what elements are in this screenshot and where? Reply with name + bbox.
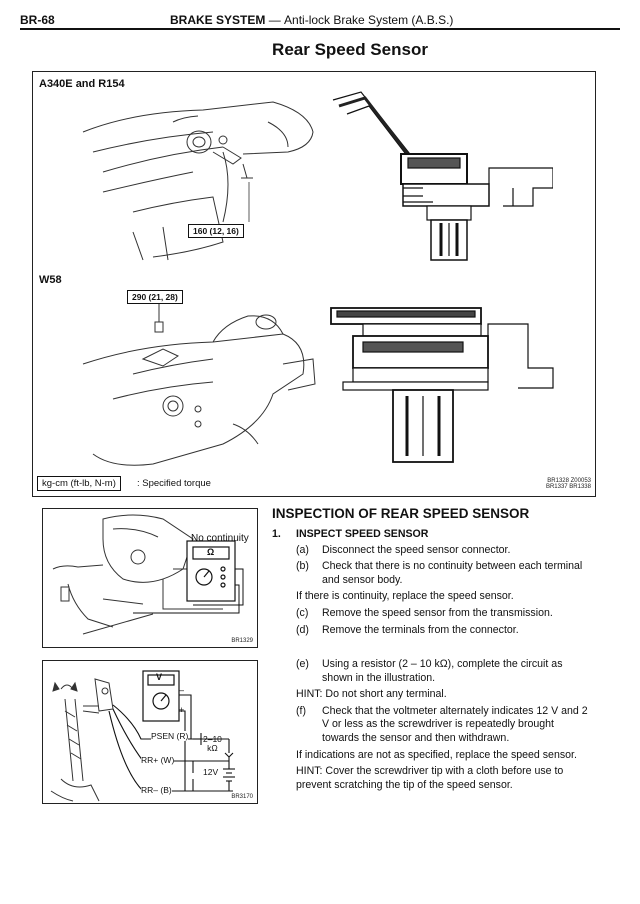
substep-b-text: Check that there is no continuity betwee… xyxy=(322,560,583,586)
substep-e-text: Using a resistor (2 – 10 kΩ), complete t… xyxy=(322,658,563,684)
label-w58: W58 xyxy=(39,274,62,286)
page-title: Rear Speed Sensor xyxy=(272,40,428,59)
continuity-test-illustration xyxy=(52,514,244,635)
transmission-illustration-a340e xyxy=(82,101,314,261)
substep-a: (a) Disconnect the speed sensor connecto… xyxy=(296,544,594,558)
substep-b: (b) Check that there is no continuity be… xyxy=(296,560,594,587)
figure-ref-codes: BR1328 Z00053 BR1337 BR1338 xyxy=(546,478,591,490)
label-a340e-r154: A340E and R154 xyxy=(39,78,125,90)
legend-unit-box: kg-cm (ft-lb, N-m) xyxy=(37,476,121,491)
supply-label: 12V xyxy=(203,767,219,777)
step-1-title: INSPECT SPEED SENSOR xyxy=(296,528,429,540)
voltmeter-plus: + xyxy=(179,705,185,715)
voltmeter-ref-code: BR3170 xyxy=(231,794,253,800)
wire-label-psen: PSEN (R) xyxy=(151,731,189,741)
substep-b-mark: (b) xyxy=(296,560,309,573)
substep-f-mark: (f) xyxy=(296,704,306,717)
voltmeter-figure: V – + PSEN (R) RR+ (W) RR– (B) 2–10 kΩ 1… xyxy=(42,660,258,804)
voltmeter-minus: – xyxy=(179,685,185,695)
torque-callout-a340e: 160 (12, 16) xyxy=(188,224,244,238)
hint-no-short: HINT: Do not short any terminal. xyxy=(296,688,447,701)
header-section: BRAKE SYSTEM xyxy=(170,13,266,27)
substep-f-text: Check that the voltmeter alternately ind… xyxy=(322,704,588,744)
substep-e-mark: (e) xyxy=(296,658,309,670)
running-header: BRAKE SYSTEM — Anti-lock Brake System (A… xyxy=(170,13,453,27)
continuity-ref-code: BR1329 xyxy=(231,638,253,644)
torque-callout-w58: 290 (21, 28) xyxy=(127,290,183,304)
page-number: BR-68 xyxy=(20,13,55,27)
step-1-number: 1. xyxy=(272,528,281,540)
substep-a-text: Disconnect the speed sensor connector. xyxy=(322,543,511,556)
hint-cover-tip: HINT: Cover the screwdriver tip with a c… xyxy=(296,765,564,791)
transmission-illustration-w58 xyxy=(82,304,316,466)
inspection-steps-part1: 1. INSPECT SPEED SENSOR (a) Disconnect t… xyxy=(272,528,594,637)
step-1: 1. INSPECT SPEED SENSOR xyxy=(272,528,594,542)
voltmeter-unit: V xyxy=(156,672,163,682)
top-figure: A340E and R154 W58 160 (12, 16) 290 (21,… xyxy=(32,71,596,497)
step-1-substeps: (a) Disconnect the speed sensor connecto… xyxy=(272,544,594,638)
substep-e: (e) Using a resistor (2 – 10 kΩ), comple… xyxy=(296,658,594,685)
resistor-label: 2–10 kΩ xyxy=(203,735,222,753)
inspection-heading: INSPECTION OF REAR SPEED SENSOR xyxy=(272,506,530,521)
substep-d: (d) Remove the terminals from the connec… xyxy=(296,624,594,638)
voltmeter-circuit-illustration xyxy=(50,670,235,802)
wire-label-rr-minus: RR– (B) xyxy=(141,785,172,795)
inspection-steps-part2: (e) Using a resistor (2 – 10 kΩ), comple… xyxy=(296,658,594,792)
header-rule xyxy=(20,28,620,30)
substep-c-mark: (c) xyxy=(296,606,309,619)
sensor-cross-section-w58 xyxy=(330,307,554,463)
substep-d-text: Remove the terminals from the connector. xyxy=(322,623,519,636)
substep-d-mark: (d) xyxy=(296,623,309,636)
substep-f-note: If indications are not as specified, rep… xyxy=(296,748,577,761)
substep-f: (f) Check that the voltmeter alternately… xyxy=(296,705,594,746)
wire-label-rr-plus: RR+ (W) xyxy=(141,755,175,765)
substep-b-note: If there is continuity, replace the spee… xyxy=(296,590,514,603)
resistor-value: 2–10 xyxy=(203,734,222,744)
ref-code-line-2: BR1337 BR1338 xyxy=(545,484,591,490)
resistor-unit: kΩ xyxy=(207,743,218,753)
substep-c: (c) Remove the speed sensor from the tra… xyxy=(296,607,594,621)
header-dash: — xyxy=(268,13,281,27)
no-continuity-label: No continuity xyxy=(191,533,249,544)
substep-a-mark: (a) xyxy=(296,543,309,556)
substep-c-text: Remove the speed sensor from the transmi… xyxy=(322,606,553,619)
legend-text: : Specified torque xyxy=(137,478,211,489)
sensor-cross-section-a340e xyxy=(332,91,553,261)
ohm-meter-unit: Ω xyxy=(207,547,215,557)
continuity-figure: No continuity Ω BR1329 xyxy=(42,508,258,648)
ref-code-line-1: BR1328 Z00053 xyxy=(547,478,591,484)
header-subsection: Anti-lock Brake System (A.B.S.) xyxy=(284,13,454,27)
